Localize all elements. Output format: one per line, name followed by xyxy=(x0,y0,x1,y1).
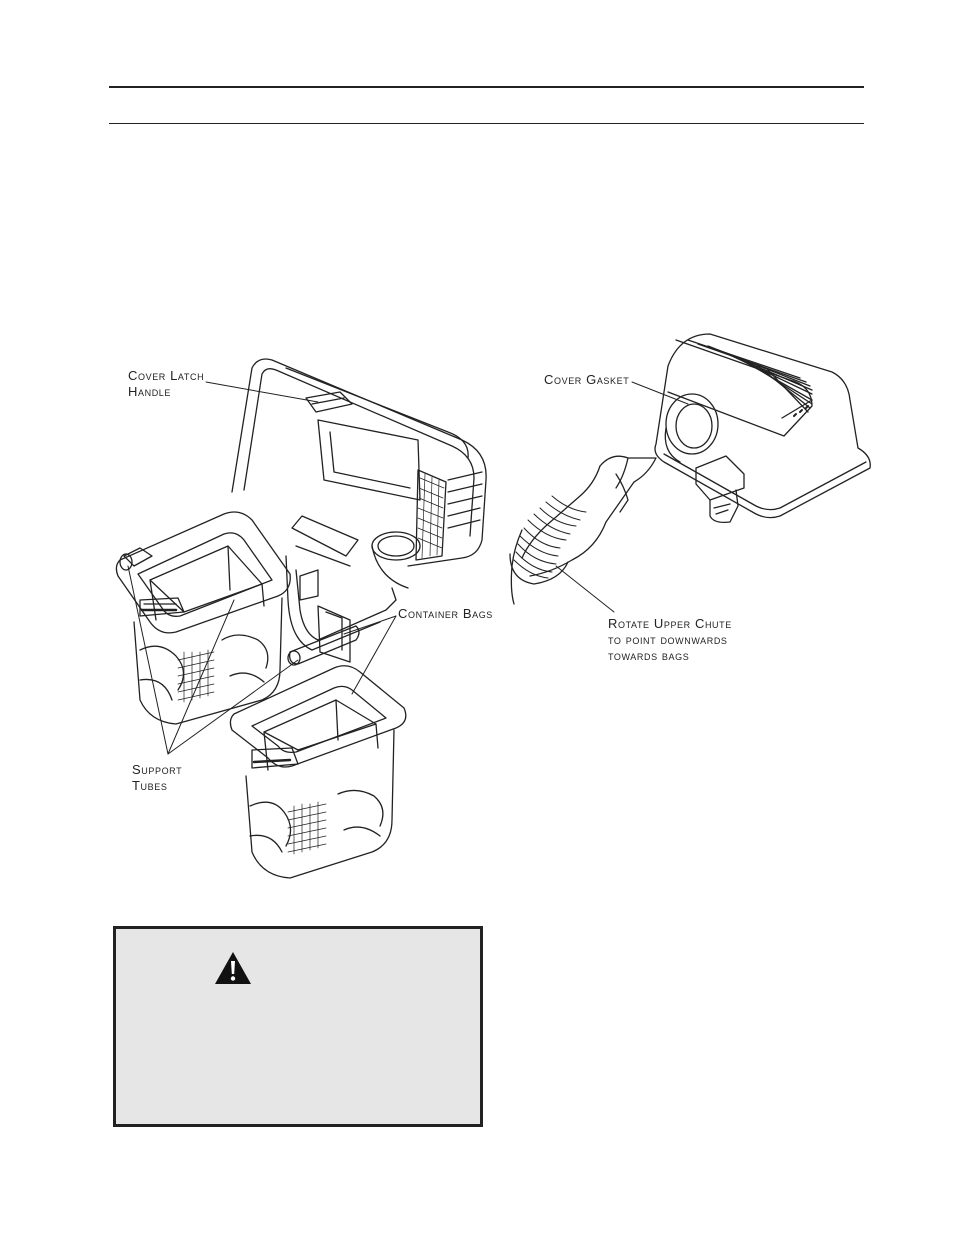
label-line: Container Bags xyxy=(398,606,493,621)
label-container-bags: Container Bags xyxy=(398,606,493,622)
label-line: Handle xyxy=(128,384,171,399)
label-cover-latch-handle: Cover Latch Handle xyxy=(128,368,204,400)
label-support-tubes: Support Tubes xyxy=(132,762,182,794)
container-bag-left xyxy=(115,511,291,725)
warning-triangle-icon xyxy=(215,952,251,984)
upper-chute xyxy=(509,455,657,605)
hopper-cover xyxy=(231,358,487,589)
label-cover-gasket: Cover Gasket xyxy=(544,372,629,388)
label-line: Tubes xyxy=(132,778,168,793)
label-line: Cover Latch xyxy=(128,368,205,383)
container-bag-right xyxy=(229,665,407,879)
header-rule-bottom xyxy=(109,123,864,124)
support-tubes-frame xyxy=(119,547,397,666)
leader-lines-right xyxy=(555,381,689,613)
warning-box xyxy=(113,926,483,1127)
label-line: Support xyxy=(132,762,183,777)
label-rotate-upper-chute: Rotate Upper Chute to point downwards to… xyxy=(608,616,732,664)
label-line: to point downwards xyxy=(608,632,728,647)
leader-lines-left xyxy=(127,381,397,755)
label-line: Rotate Upper Chute xyxy=(608,616,732,631)
label-line: towards bags xyxy=(608,648,690,663)
label-line: Cover Gasket xyxy=(544,372,630,387)
header-rule-top xyxy=(109,86,864,88)
chute-cover xyxy=(654,333,871,524)
